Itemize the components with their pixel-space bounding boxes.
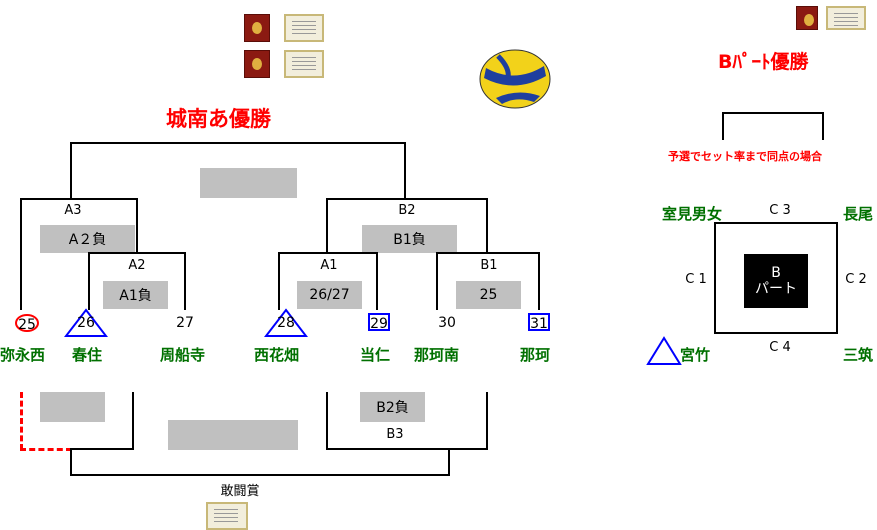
triangle-marker-icon (646, 336, 682, 365)
team-name: 室見男女 (662, 205, 723, 223)
certificate-icon (284, 14, 324, 42)
bracket-line (70, 142, 72, 198)
team-name: 那珂 (520, 346, 551, 364)
match-label-a1: A1 (320, 258, 338, 273)
match-label-a2: A2 (128, 258, 146, 273)
bracket-line (326, 448, 488, 450)
team-name: 周船寺 (160, 346, 206, 364)
team-name: 宮竹 (680, 346, 711, 364)
bracket-line (326, 198, 488, 200)
bracket-line (88, 252, 186, 254)
consolation-score-box (168, 420, 298, 450)
triangle-marker-icon (264, 308, 308, 337)
trophy-plaque-icon (796, 6, 818, 30)
bracket-line (486, 198, 488, 252)
b-part-badge-line2: パート (755, 281, 797, 297)
team-name: 当仁 (360, 346, 391, 364)
tiebreak-note: 予選でセット率まで同点の場合 (668, 150, 822, 163)
consolation-bracket-line (70, 474, 450, 476)
court-label-c4: C 4 (769, 340, 791, 355)
team-name: 三筑 (843, 346, 874, 364)
bracket-line (436, 252, 438, 310)
bracket-line (448, 448, 450, 476)
b-part-badge-line1: B (771, 265, 781, 281)
team-name: 弥永西 (0, 346, 46, 364)
certificate-icon (206, 502, 248, 530)
award-label: 敢闘賞 (220, 484, 260, 499)
bracket-line (278, 252, 280, 310)
league-box (714, 222, 838, 334)
match-label-b3: B3 (386, 427, 404, 442)
bracket-line (326, 392, 328, 450)
bracket-line (20, 198, 22, 310)
loser-box (40, 392, 105, 422)
bracket-line (376, 252, 378, 310)
b-part-badge: B パート (744, 254, 808, 308)
match-label-a3: A3 (64, 203, 82, 218)
court-label-c3: C 3 (769, 203, 791, 218)
bracket-line (132, 392, 134, 450)
court-label-c1: C 1 (685, 272, 707, 287)
b1-score-box: 25 (456, 281, 521, 309)
bracket-line (136, 198, 138, 252)
bracket-line (278, 252, 378, 254)
bracket-line (88, 252, 90, 310)
team-number-30: 30 (438, 315, 456, 331)
bracket-line (538, 252, 540, 310)
triangle-marker-icon (64, 308, 108, 337)
bracket-line (486, 392, 488, 450)
bracket-line (822, 112, 824, 140)
dashed-path-line (20, 392, 23, 450)
team-number-31: 31 (528, 313, 550, 332)
bracket-line (70, 448, 72, 476)
bracket-line (184, 252, 186, 310)
certificate-icon (826, 6, 866, 30)
dashed-path-line (20, 448, 72, 451)
bracket-line (20, 198, 138, 200)
certificate-icon (284, 50, 324, 78)
court-label-c2: C 2 (845, 272, 867, 287)
match-label-b1: B1 (480, 258, 498, 273)
final-score-box (200, 168, 297, 198)
team-number-29: 29 (368, 313, 390, 332)
team-number-25: 25 (15, 314, 39, 333)
bracket-line (70, 448, 134, 450)
bracket-line (404, 142, 406, 198)
team-number-27: 27 (176, 315, 194, 331)
team-name: 那珂南 (414, 346, 460, 364)
team-number-28: 28 (277, 315, 295, 331)
main-title: 城南あ優勝 (166, 107, 271, 131)
final-bracket-line (70, 142, 406, 144)
a1-lose-box: A1負 (103, 281, 168, 309)
trophy-plaque-icon (244, 50, 270, 78)
team-name: 西花畑 (254, 346, 300, 364)
b1-lose-box: B1負 (362, 225, 457, 253)
team-name: 春住 (72, 346, 103, 364)
bracket-line (722, 112, 824, 114)
team-name: 長尾 (843, 205, 874, 223)
bracket-line (722, 112, 724, 140)
volleyball-icon (479, 49, 551, 109)
match-label-b2: B2 (398, 203, 416, 218)
bracket-line (326, 198, 328, 252)
trophy-plaque-icon (244, 14, 270, 42)
b2-lose-box: B2負 (360, 392, 425, 422)
b-part-title: Bﾊﾟｰﾄ優勝 (718, 51, 809, 73)
a2-lose-box: A２負 (40, 225, 135, 253)
bracket-line (436, 252, 540, 254)
team-number-26: 26 (77, 315, 95, 331)
a1-score-box: 26/27 (297, 281, 362, 309)
